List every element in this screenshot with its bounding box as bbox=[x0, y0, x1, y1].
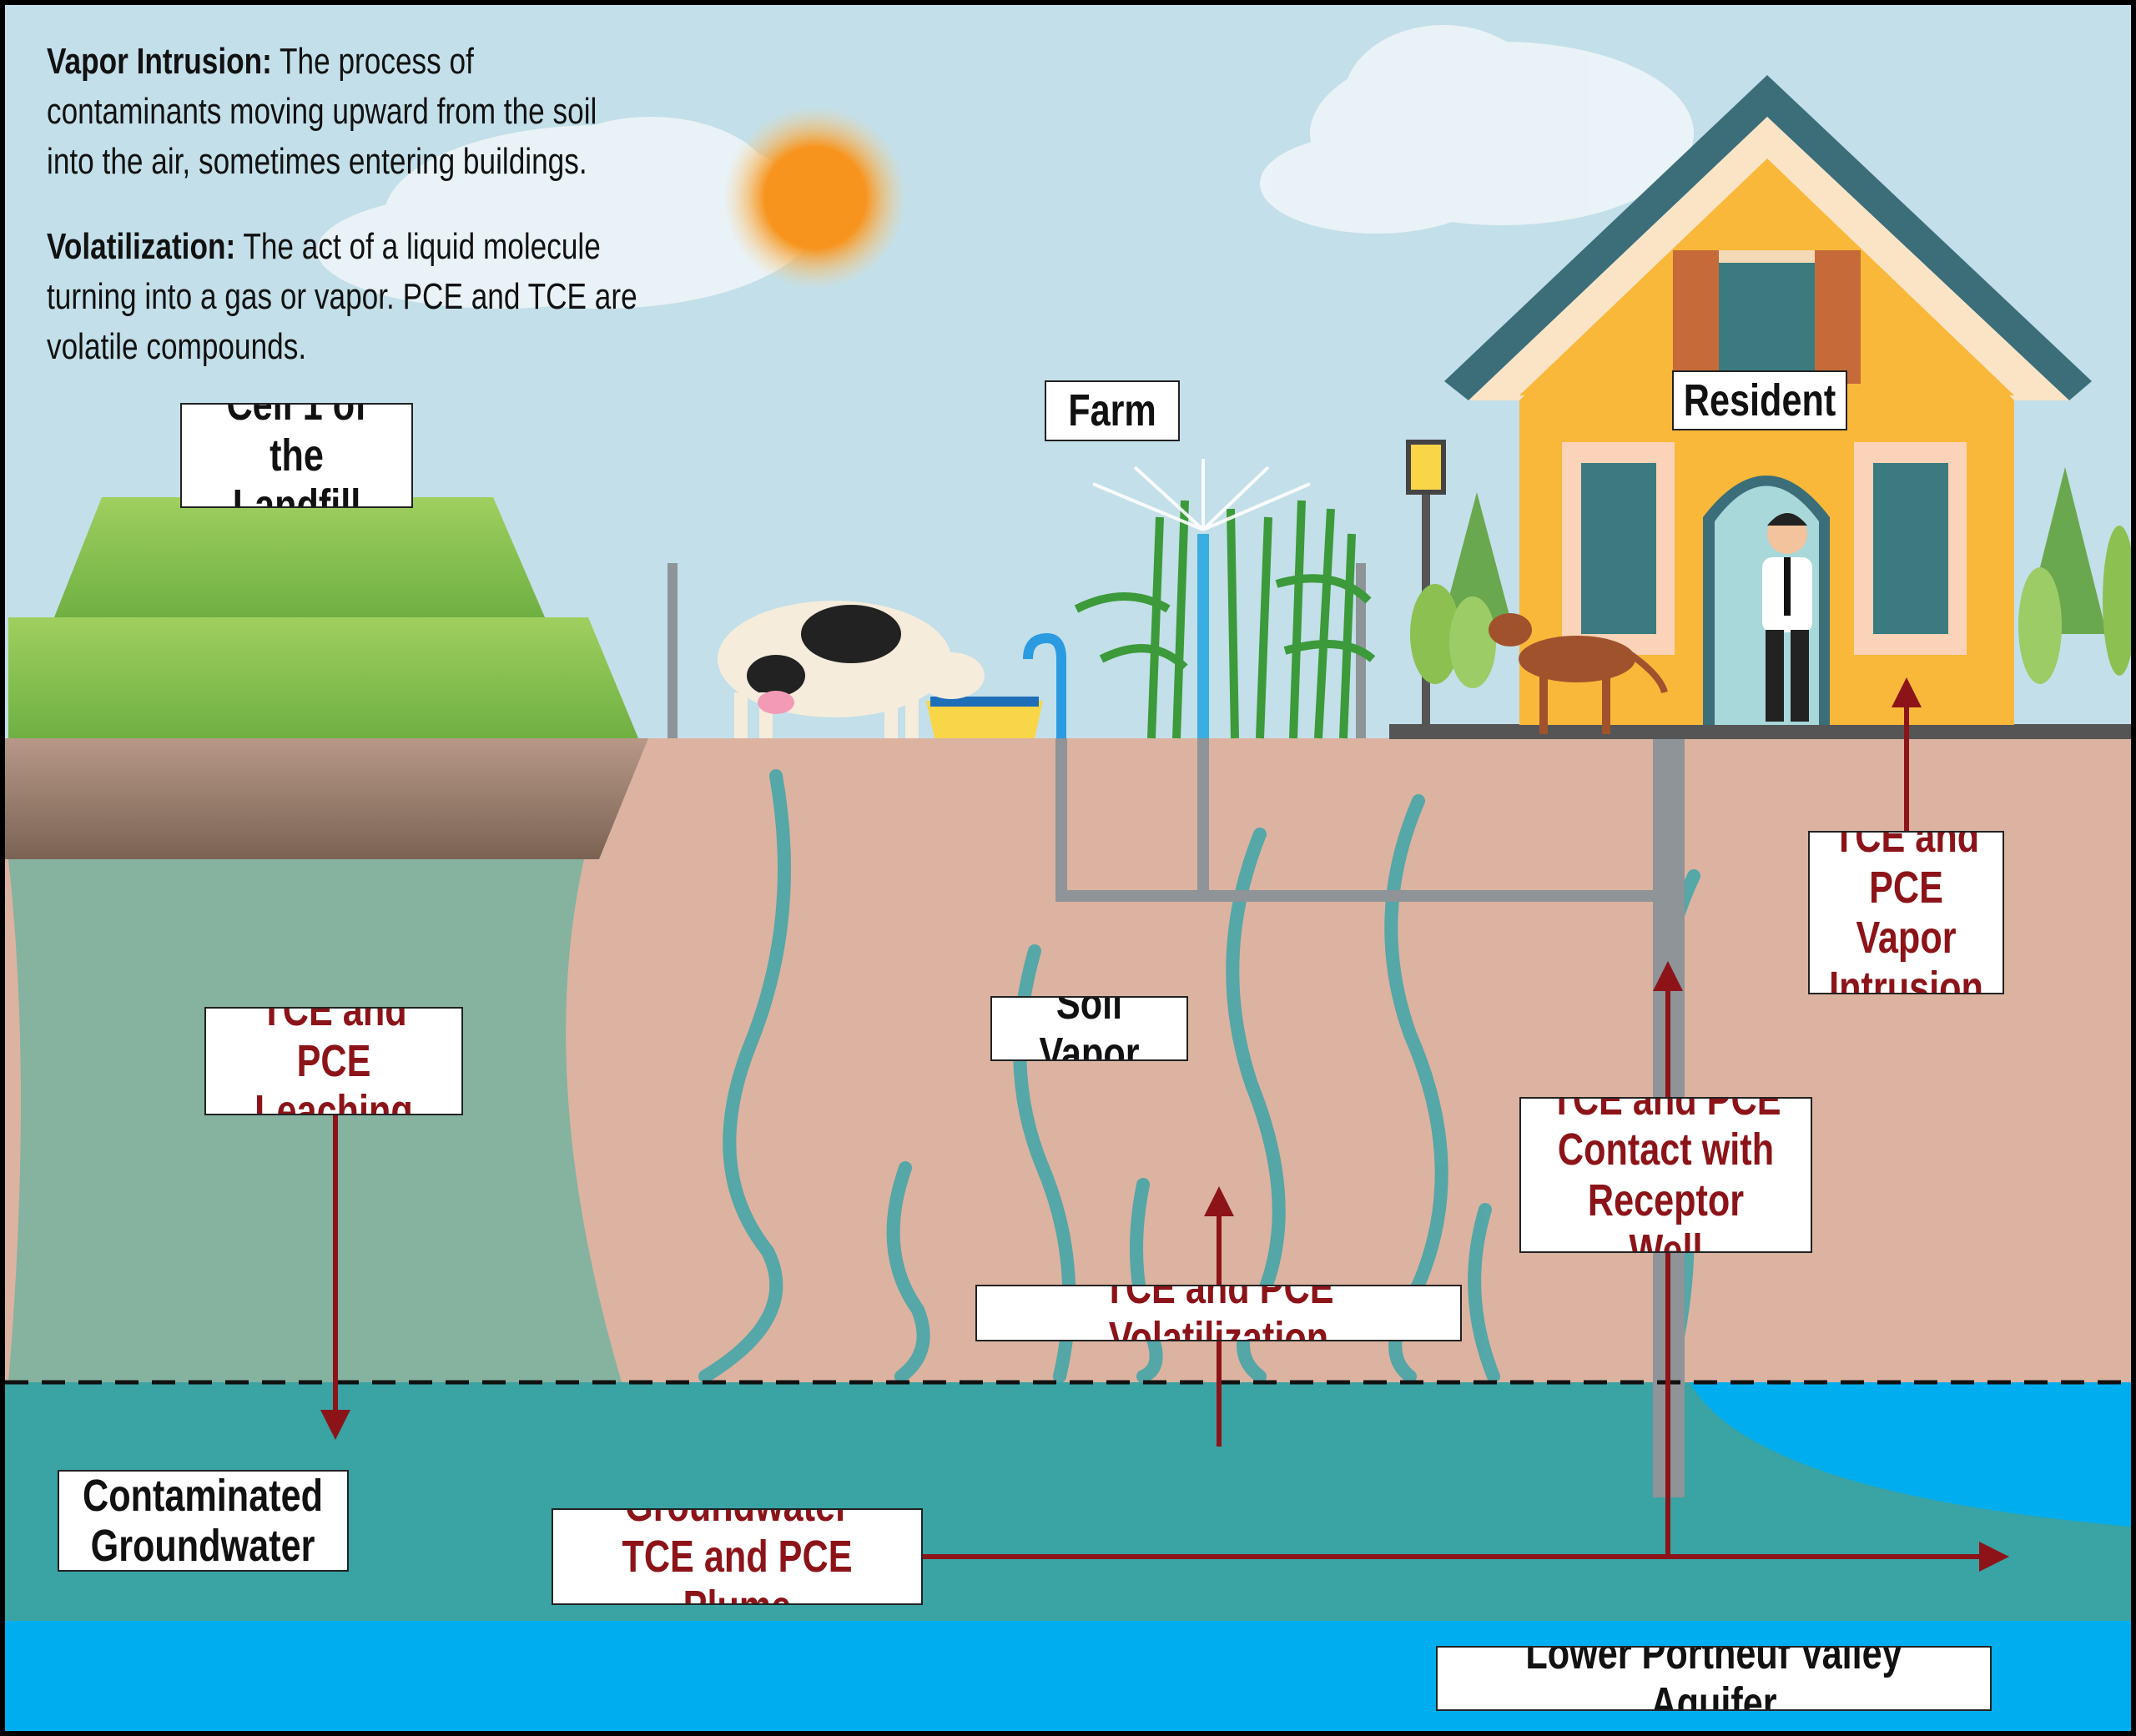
contaminated-groundwater-label-text: Contaminated Groundwater bbox=[83, 1470, 324, 1571]
leaching-label: TCE and PCE Leaching bbox=[204, 1007, 463, 1115]
flow-arrows bbox=[320, 677, 2009, 1572]
water-spout bbox=[1023, 632, 1066, 738]
definition-text: The process of contaminants moving upwar… bbox=[47, 41, 597, 182]
cow bbox=[718, 601, 985, 738]
definition-text: The act of a liquid molecule turning int… bbox=[47, 226, 637, 367]
sidewalk bbox=[1389, 724, 2131, 739]
sprinkler-spray bbox=[1092, 459, 1311, 531]
farm-label: Farm bbox=[1045, 380, 1180, 441]
cloud bbox=[317, 25, 1694, 309]
sun-icon bbox=[723, 106, 907, 289]
landfill bbox=[5, 497, 648, 1382]
definition-term: Vapor Intrusion: bbox=[47, 41, 272, 82]
leachate-plume bbox=[8, 859, 622, 1382]
lamp bbox=[1406, 440, 1446, 495]
water-trough bbox=[926, 701, 1043, 738]
vapor-intrusion-label-text: TCE and PCE Vapor Intrusion bbox=[1829, 831, 1983, 994]
volatilization-label: TCE and PCE Volatilization bbox=[975, 1285, 1462, 1341]
contaminated-groundwater-label: Contaminated Groundwater bbox=[58, 1470, 349, 1572]
definition-term: Volatilization: bbox=[47, 226, 236, 267]
leaching-label-text: TCE and PCE Leaching bbox=[254, 1007, 413, 1115]
resident-label-text: Resident bbox=[1683, 375, 1836, 425]
resident-label: Resident bbox=[1672, 370, 1847, 430]
aquifer-label-text: Lower Portneuf Valley Aquifer bbox=[1525, 1646, 1902, 1711]
plume-label-text: Groundwater TCE and PCE Plume bbox=[622, 1510, 853, 1603]
trees bbox=[1410, 467, 2136, 688]
resident-person bbox=[1762, 513, 1812, 722]
corn-field bbox=[1074, 500, 1376, 739]
vapor-intrusion-definition: Vapor Intrusion: The process of contamin… bbox=[47, 37, 647, 187]
receptor-well-label-text: TCE and PCE Contact with Receptor Well bbox=[1550, 1097, 1781, 1253]
farm-label-text: Farm bbox=[1068, 385, 1156, 436]
soil-vapor-label: Soil Vapor bbox=[990, 996, 1188, 1061]
aquifer-label: Lower Portneuf Valley Aquifer bbox=[1436, 1646, 1992, 1711]
landfill-label-text: Cell 1 of the Landfill bbox=[226, 403, 367, 508]
vapor-intrusion-label: TCE and PCE Vapor Intrusion bbox=[1808, 831, 2004, 994]
receptor-well-label: TCE and PCE Contact with Receptor Well bbox=[1519, 1097, 1812, 1253]
soil-vapor-label-text: Soil Vapor bbox=[1039, 996, 1140, 1061]
volatilization-definition: Volatilization: The act of a liquid mole… bbox=[47, 222, 647, 372]
dog bbox=[1489, 613, 1668, 734]
aquifer-lake bbox=[1690, 1382, 2131, 1527]
landfill-label: Cell 1 of the Landfill bbox=[180, 403, 413, 508]
plume-label: Groundwater TCE and PCE Plume bbox=[552, 1508, 923, 1605]
fence-post bbox=[668, 563, 678, 738]
trough-water bbox=[930, 697, 1039, 707]
volatilization-label-text: TCE and PCE Volatilization bbox=[1103, 1285, 1334, 1341]
